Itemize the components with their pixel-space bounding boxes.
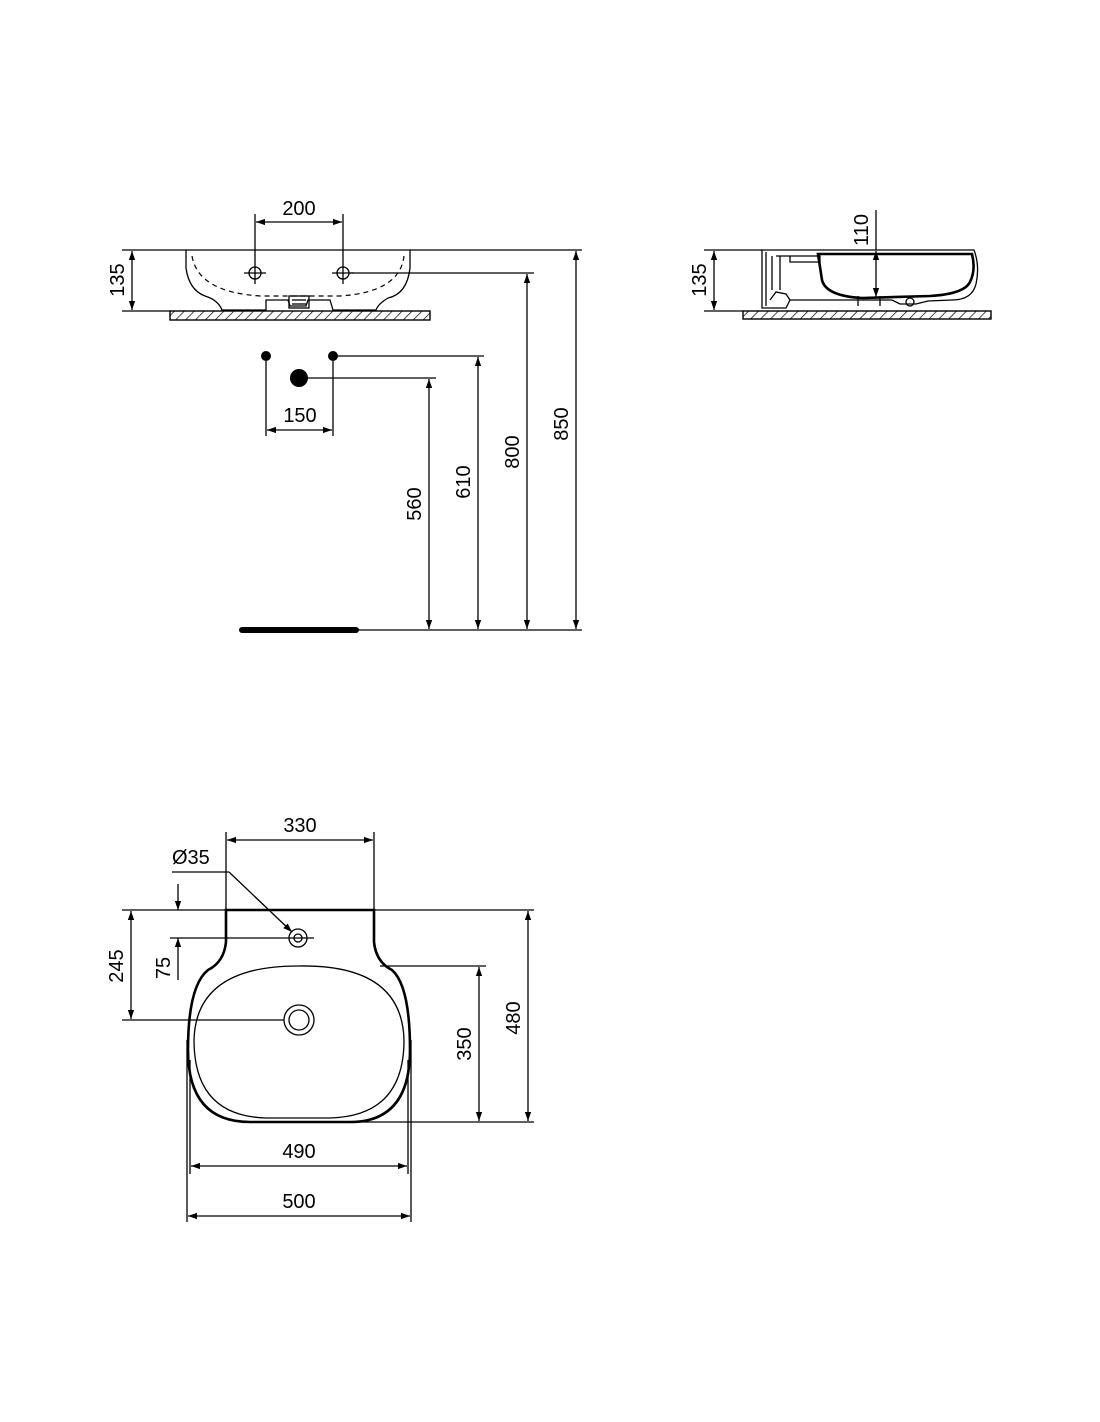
- top-basin-outline: [186, 908, 412, 1124]
- dim-bowl-width: 490: [282, 1141, 315, 1163]
- dim-total-depth: 480: [503, 1001, 525, 1034]
- dim-height-560: 560: [404, 487, 426, 520]
- dim-outlet-spacing: 150: [283, 405, 316, 427]
- top-drain: [283, 1004, 315, 1036]
- front-countertop: [169, 310, 431, 321]
- dim-bowl-depth: 350: [454, 1027, 476, 1060]
- side-view: 135 110: [689, 210, 992, 320]
- dim-distance-245: 245: [106, 949, 128, 982]
- top-bowl-outline: [193, 965, 405, 1119]
- dim-height-850: 850: [551, 407, 573, 440]
- dim-hole-diameter: Ø35: [172, 847, 210, 869]
- dim-height-800: 800: [502, 435, 524, 468]
- dim-total-width: 500: [282, 1191, 315, 1213]
- dim-side-depth: 110: [851, 214, 873, 246]
- side-bowl-profile: [816, 252, 975, 300]
- front-basin-outline: [185, 249, 411, 311]
- dim-hole-offset: 330: [283, 815, 316, 837]
- dim-distance-75: 75: [153, 957, 175, 979]
- dim-tap-spacing: 200: [282, 198, 315, 220]
- front-waste: [288, 295, 310, 309]
- dim-front-basin-height: 135: [107, 263, 129, 296]
- supply-point-left: [261, 351, 271, 361]
- front-bowl-hidden-line: [191, 255, 405, 297]
- side-basin-outline: [761, 249, 979, 309]
- dim-side-basin-height: 135: [689, 263, 711, 296]
- side-countertop: [742, 310, 992, 320]
- front-view: 200 135 150 560 610 800 850: [107, 198, 582, 633]
- top-view: 330 Ø35 245 75 350 480 490: [106, 815, 534, 1222]
- dim-height-610: 610: [453, 465, 475, 498]
- front-tap-hole-left: [244, 262, 266, 284]
